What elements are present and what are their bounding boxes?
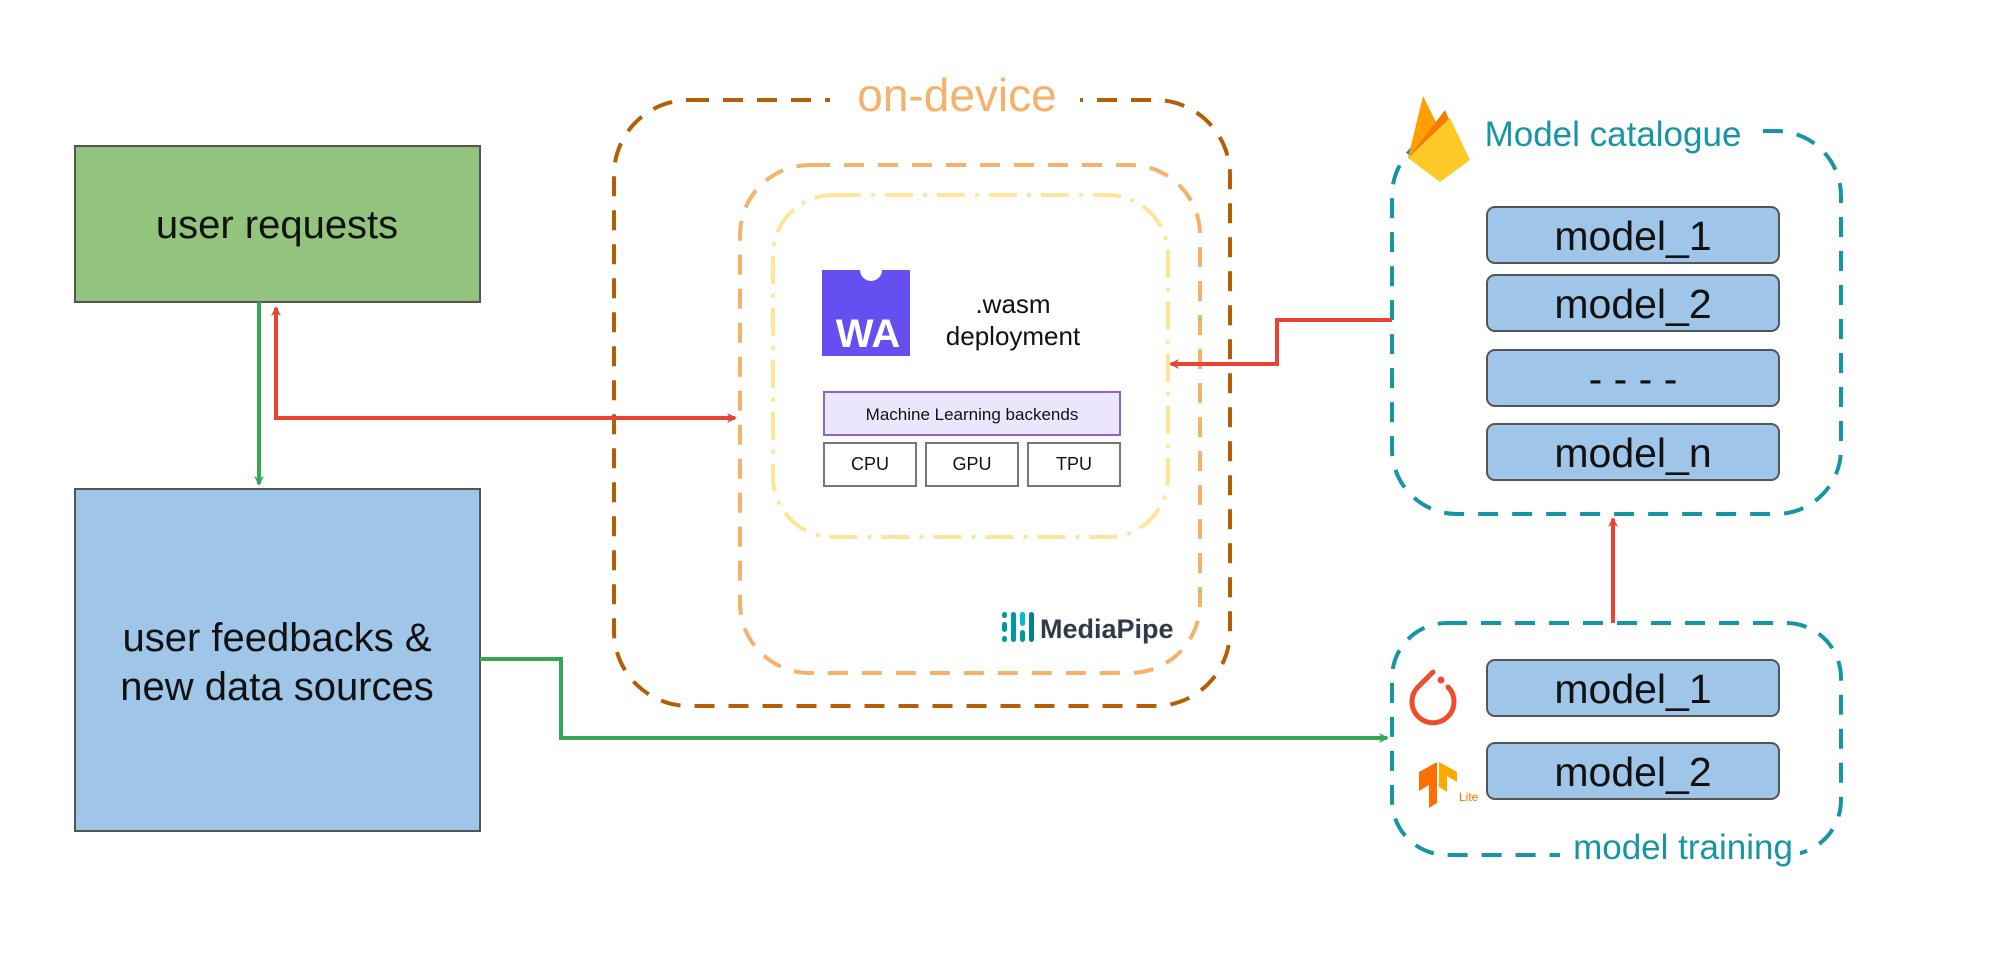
model-training-label: model training (1573, 828, 1793, 867)
training-model-list: model_1 model_2 (1486, 659, 1780, 800)
model-catalogue-label: Model catalogue (1485, 115, 1742, 154)
arrow-catalogue-to-device (1169, 318, 1392, 369)
ml-backends-label: Machine Learning backends (866, 405, 1079, 424)
tensorflow-lite-icon: Lite (1419, 762, 1479, 808)
webassembly-icon: WA (822, 270, 910, 356)
user-feedbacks-box (74, 488, 481, 832)
backend-gpu-box (925, 442, 1019, 487)
catalogue-model-2-label: model_2 (1554, 281, 1711, 327)
catalogue-model-n-label: model_n (1554, 430, 1711, 476)
arrow-requests-on-device (271, 306, 737, 423)
training-model-2-label: model_2 (1554, 749, 1711, 795)
catalogue-model-1-box (1486, 206, 1780, 264)
catalogue-model-n-box (1486, 423, 1780, 481)
model-catalogue-boundary (1390, 129, 1843, 516)
wasm-boundary (771, 193, 1170, 539)
user-requests-box (74, 145, 481, 303)
backend-cpu-label: CPU (851, 454, 889, 474)
mediapipe-label: MediaPipe (1040, 614, 1174, 644)
catalogue-model-2-box (1486, 274, 1780, 332)
model-training-boundary (1390, 621, 1843, 857)
on-device-label: on-device (857, 69, 1056, 121)
user-feedbacks-label-line2: new data sources (120, 665, 434, 709)
pytorch-icon (1409, 669, 1457, 726)
training-model-2-box (1486, 742, 1780, 800)
catalogue-model-list: model_1 model_2 - - - - model_n (1486, 206, 1780, 481)
wasm-label-line1: .wasm (975, 289, 1050, 319)
backend-tpu-box (1027, 442, 1121, 487)
firebase-icon (1408, 96, 1470, 182)
backend-cpu-box (823, 442, 917, 487)
catalogue-model-ellipsis-label: - - - - (1589, 356, 1678, 402)
backend-tpu-label: TPU (1056, 454, 1092, 474)
arrow-feedbacks-to-training (480, 657, 1389, 743)
backend-gpu-label: GPU (952, 454, 991, 474)
catalogue-model-1-label: model_1 (1554, 213, 1711, 259)
on-device-label-bg (830, 72, 1080, 122)
tflite-badge: Lite (1459, 790, 1479, 804)
ml-backends-box (823, 391, 1121, 436)
training-model-1-label: model_1 (1554, 666, 1711, 712)
training-model-1-box (1486, 659, 1780, 717)
user-requests-label: user requests (156, 203, 398, 247)
wasm-label-line2: deployment (946, 321, 1081, 351)
wa-logo-text: WA (836, 312, 900, 356)
catalogue-model-ellipsis-box (1486, 349, 1780, 407)
model-training-label-bg (1560, 826, 1800, 872)
model-catalogue-label-bg (1440, 110, 1760, 156)
mediapipe-icon (1002, 612, 1034, 642)
user-feedbacks-label-line1: user feedbacks & (122, 616, 431, 660)
mediapipe-boundary (738, 163, 1202, 675)
